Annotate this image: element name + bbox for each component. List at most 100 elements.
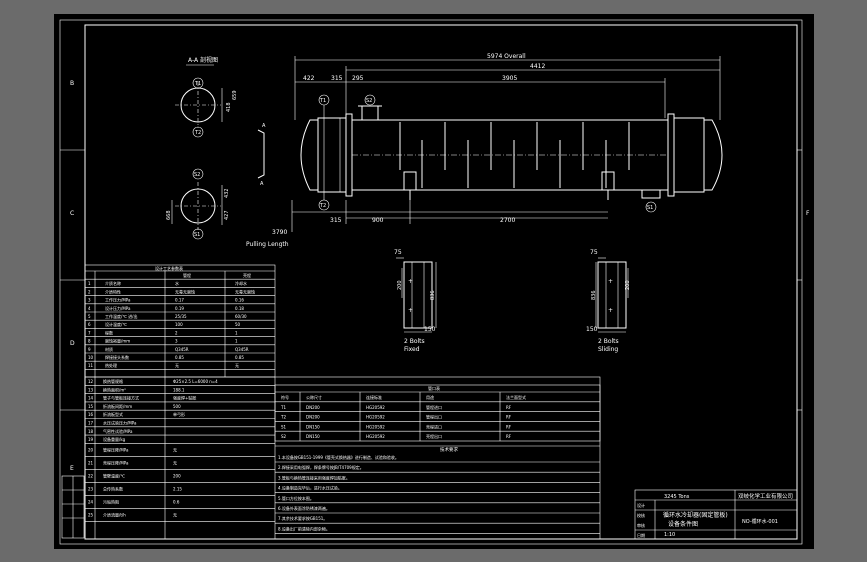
- company-name: 双岐化学工业有限公司: [738, 492, 793, 500]
- design-table-cell: 强度焊+贴胀: [173, 395, 196, 401]
- zone-letter: D: [70, 340, 75, 347]
- title-weight: 3245 Tons: [664, 494, 690, 500]
- design-table-cell: 15: [88, 404, 94, 409]
- design-table-cell: 介质流量/t/h: [103, 511, 126, 517]
- design-table-cell: Φ25×2.5 L=6000 n=4: [173, 379, 218, 384]
- design-table-cell: 无: [173, 460, 177, 465]
- design-table-cell: 7: [88, 330, 91, 335]
- design-table-cell: 25/35: [175, 314, 187, 319]
- section-dim: 418: [226, 102, 232, 112]
- design-table-cell: 污垢热阻: [103, 498, 119, 504]
- saddle-label-fixed: Fixed: [404, 346, 420, 353]
- design-table-cell: 8: [88, 339, 91, 344]
- nozzle-tag: S2: [366, 98, 372, 104]
- nozzle-tag: T2: [319, 203, 326, 209]
- title-cell: 审核: [637, 522, 645, 528]
- nozzle-table-cell: HG20592: [366, 424, 385, 429]
- svg-text:+: +: [608, 278, 613, 285]
- drawing-sheet: [54, 14, 814, 549]
- design-table-cell: 总传热系数: [103, 485, 123, 491]
- nozzle-table-cell: DN150: [306, 424, 320, 429]
- design-table-cell: 0.19: [175, 306, 184, 311]
- section-dim: 432: [224, 188, 230, 198]
- design-table-cell: Q345R: [175, 347, 189, 352]
- design-table-cell: 60/30: [235, 314, 247, 319]
- saddle-dim: 150: [586, 326, 598, 333]
- saddle-detail-sliding: + + 75 836 200 150 2 Bolts Sliding: [586, 249, 631, 353]
- dim-295: 295: [352, 75, 364, 82]
- saddle-dim: 836: [430, 290, 436, 300]
- nozzle-table-cell: DN200: [306, 415, 320, 420]
- nozzle-table-cell: DN200: [306, 405, 320, 410]
- design-table-cell: 无毒无腐蚀: [235, 288, 255, 294]
- nozzle-tag: T1: [319, 98, 326, 104]
- design-table-cell: 200: [173, 473, 181, 478]
- design-table-cell: 2: [175, 330, 178, 335]
- drawing-name: 循环水冷却器(固定管板): [663, 511, 728, 519]
- design-table-cell: 焊接接头系数: [105, 354, 129, 360]
- note-line: 2.焊接采用电弧焊，焊条牌号按JB/T4709规定。: [278, 464, 364, 470]
- design-table-cell: 管子与管板连接方式: [103, 395, 139, 401]
- dim-315-bottom: 315: [330, 217, 342, 224]
- note-line: 8.设备出厂前清除内部杂物。: [278, 525, 330, 531]
- design-table-cell: 管程压降/MPa: [103, 446, 129, 452]
- design-table-cell: 热处理: [105, 362, 117, 368]
- nozzle-table-cell: 壳程出口: [426, 433, 442, 439]
- nozzle-tag: T2: [194, 130, 201, 136]
- design-table-cell: 12: [88, 379, 94, 384]
- nozzle-table-cell: RF: [506, 434, 512, 439]
- dim-4412: 4412: [530, 63, 545, 70]
- design-table-cell: 1: [235, 330, 238, 335]
- nozzle-table-cell: RF: [506, 424, 512, 429]
- design-table-cell: 0.16: [235, 298, 244, 303]
- design-table-cell: 换热面积/m²: [103, 386, 126, 392]
- nozzle-table-cell: HG20592: [366, 405, 385, 410]
- sheet-outer-border: [59, 19, 803, 545]
- right-head: [703, 119, 723, 191]
- technical-notes: 技术要求 1.本设备按GB151-1999《管壳式换热器》进行制造、试验和验收。…: [275, 445, 600, 534]
- saddle-dim: 75: [394, 249, 402, 256]
- nozzle-table-cell: 管程出口: [426, 414, 442, 420]
- dim-900: 900: [372, 217, 384, 224]
- design-table-cell: 13: [88, 387, 94, 392]
- design-table-cell: 2: [88, 289, 91, 294]
- design-table-cell: 设计温度/℃: [105, 321, 127, 327]
- notes-lines: 1.本设备按GB151-1999《管壳式换热器》进行制造、试验和验收。2.焊接采…: [275, 445, 600, 534]
- title-cell: 设计: [637, 502, 645, 508]
- design-table-cell: 无: [235, 363, 239, 368]
- saddle-dim: 75: [590, 249, 598, 256]
- design-table-header: 管程: [183, 272, 191, 278]
- saddle-bolts: 2 Bolts: [404, 338, 425, 345]
- design-table-header: 壳程: [243, 272, 251, 278]
- nozzle-table-cell: 管程进口: [426, 404, 442, 410]
- design-table-cell: 管壁温度/℃: [103, 472, 125, 478]
- design-table-cell: 4: [88, 306, 91, 311]
- zone-letter: C: [70, 210, 74, 217]
- nozzle-table-cell: T2: [280, 415, 286, 420]
- svg-text:+: +: [408, 307, 413, 314]
- design-table-cell: 11: [88, 363, 94, 368]
- design-table-cell: 无: [173, 447, 177, 452]
- design-table-cell: 20: [88, 447, 94, 452]
- design-table-cell: 18: [88, 429, 94, 434]
- design-table-cell: 折流板型式: [103, 411, 123, 417]
- design-table-cell: 25: [88, 512, 94, 517]
- baffles: [399, 122, 630, 188]
- nozzle-tag: T1: [194, 81, 201, 87]
- design-table-cell: 设计压力/MPa: [105, 305, 131, 311]
- zone-letter: E: [70, 465, 74, 472]
- nozzle-s1: [641, 189, 661, 199]
- section-dim: 427: [224, 210, 230, 220]
- section-arrow-label: A: [262, 123, 266, 129]
- drawing-number: NO-循环水-001: [742, 518, 778, 525]
- design-table-cell: 单弓形: [173, 411, 185, 417]
- design-table-cell: 0.6: [173, 499, 180, 504]
- nozzle-tag: S2: [194, 172, 200, 178]
- design-table-cell: 6: [88, 322, 91, 327]
- design-table-cell: 24: [88, 499, 94, 504]
- saddle-dim: 150: [424, 326, 436, 333]
- design-table-cell: 介质名称: [105, 280, 121, 286]
- nozzle-tag: S1: [194, 232, 200, 238]
- design-table-cell: 500: [173, 404, 181, 409]
